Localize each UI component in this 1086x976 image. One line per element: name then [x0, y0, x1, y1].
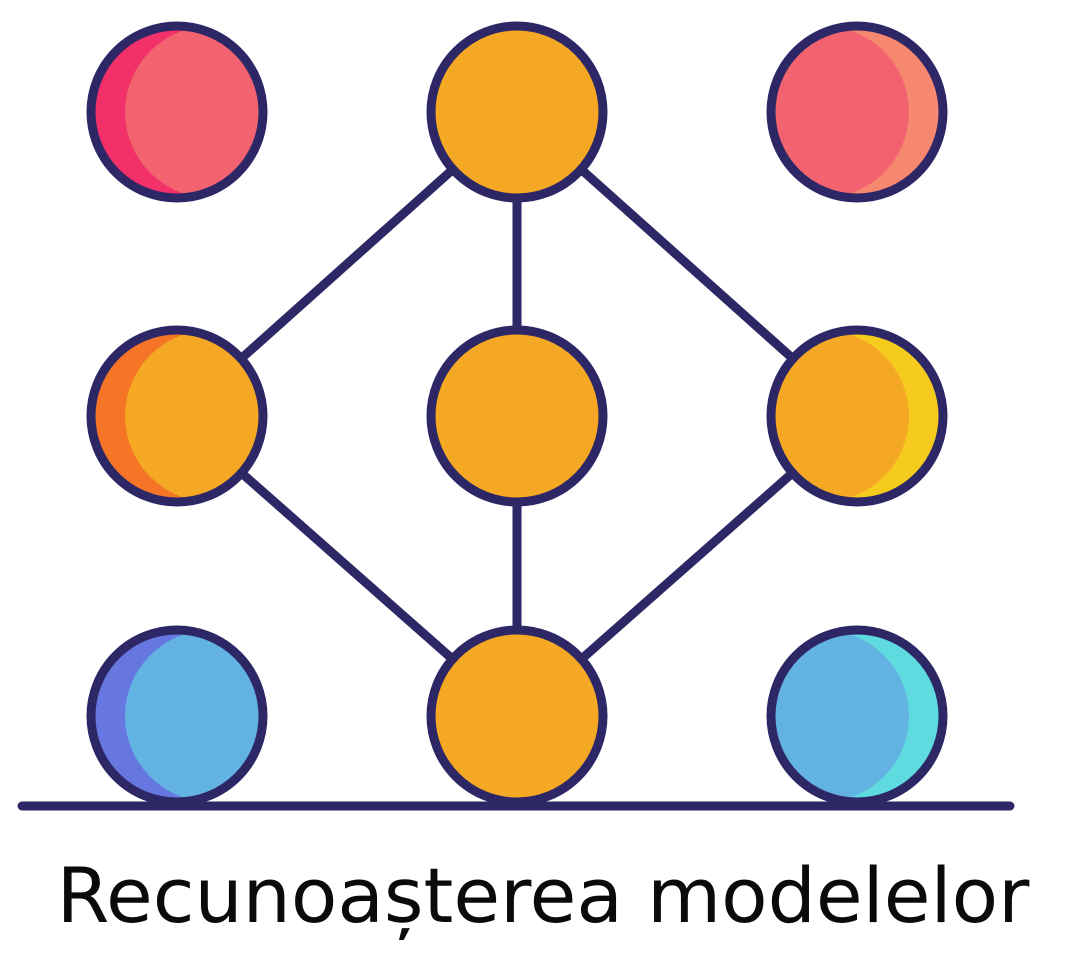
node-middle-center-circle-icon [426, 325, 608, 507]
node-middle-center-outline [426, 325, 608, 507]
diagram-nodes [86, 21, 948, 807]
node-top-center-circle-icon [426, 21, 608, 203]
node-bottom-left-face [125, 630, 263, 802]
node-middle-left-face [125, 330, 263, 502]
node-top-right-outline [766, 21, 948, 203]
node-bottom-center-circle-icon [426, 625, 608, 807]
node-middle-center-base [431, 330, 603, 502]
diagram-caption: Recunoașterea modelelor [56, 851, 1030, 940]
node-top-right-circle-icon [766, 21, 948, 203]
node-top-left-circle-icon [86, 21, 268, 203]
node-bottom-center-base [431, 630, 603, 802]
node-top-left-outline [86, 21, 268, 203]
node-middle-left-outline [86, 325, 268, 507]
node-middle-right-outline [766, 325, 948, 507]
node-middle-right-circle-icon [766, 325, 948, 507]
node-middle-left-circle-icon [86, 325, 268, 507]
node-middle-right-face [771, 330, 909, 502]
node-top-right-face [771, 26, 909, 198]
node-bottom-right-face [771, 630, 909, 802]
node-bottom-left-circle-icon [86, 625, 268, 807]
node-top-left-face [125, 26, 263, 198]
node-bottom-right-circle-icon [766, 625, 948, 807]
node-top-center-outline [426, 21, 608, 203]
node-top-center-base [431, 26, 603, 198]
